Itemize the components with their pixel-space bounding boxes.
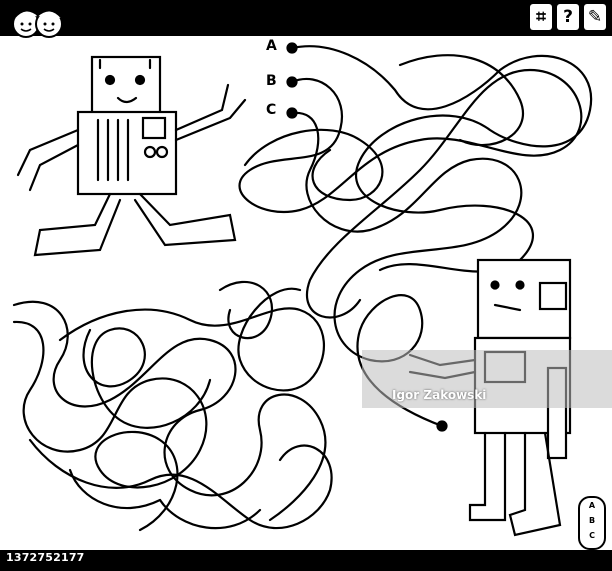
- answer-tag-a: A: [588, 501, 596, 510]
- question-icon: ?: [557, 4, 579, 30]
- kids-logo-icon: [12, 9, 63, 38]
- watermark-author: Igor Zakowski: [392, 388, 487, 402]
- bottom-bar: [0, 550, 612, 571]
- option-b-label: B: [266, 73, 277, 89]
- header-icons: ⌗ ? ✎: [530, 4, 606, 30]
- top-bar: [0, 0, 612, 36]
- answer-tag: A B C: [578, 496, 606, 550]
- answer-tag-b: B: [588, 516, 596, 525]
- watermark-band: [362, 350, 612, 408]
- answer-tag-c: C: [589, 531, 595, 540]
- maze-icon: ⌗: [530, 4, 552, 30]
- option-c-label: C: [266, 102, 277, 118]
- option-a-label: A: [266, 38, 277, 54]
- puzzle-icon: ✎: [584, 4, 606, 30]
- stock-id: 1372752177: [6, 551, 85, 564]
